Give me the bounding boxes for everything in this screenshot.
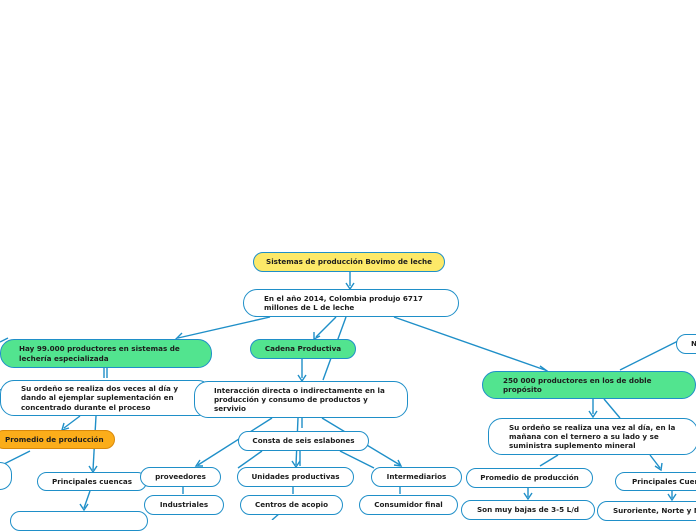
year-stat-node[interactable]: En el año 2014, Colombia produjo 6717 mi… [243,289,459,317]
avg-production-right-node[interactable]: Promedio de producción [466,468,593,488]
regions-node[interactable]: Suroriente, Norte y Noroccidente [597,501,696,521]
arrowhead [523,492,533,501]
final-consumer-node[interactable]: Consumidor final [359,495,458,515]
root-node-label: Sistemas de producción Bovimo de leche [266,257,432,267]
avg-production-left-node[interactable]: Promedio de producción [0,430,115,449]
industrial-label: Industriales [159,500,209,510]
low-yield-label: Son muy bajas de 3-5 L/d [477,505,579,515]
milking-twice-label: Su ordeño se realiza dos veces al día y … [21,384,179,412]
main-basins-left-node[interactable]: Principales cuencas [37,472,147,491]
suppliers-label: proveedores [155,472,206,482]
collection-centers-label: Centros de acopio [254,500,329,510]
arrowhead [393,459,403,467]
specialized-producers-label: Hay 99.000 productores en sistemas de le… [19,344,180,363]
low-yield-node[interactable]: Son muy bajas de 3-5 L/d [461,500,595,520]
avg-production-left-label: Promedio de producción [5,434,104,444]
avg-production-right-label: Promedio de producción [480,473,579,483]
connector [339,450,375,469]
connector [603,398,621,419]
arrowhead [79,503,89,512]
productive-units-node[interactable]: Unidades productivas [237,467,354,487]
arrowhead [654,462,663,472]
bottom-left-partial-node[interactable] [10,511,148,531]
productive-chain-node[interactable]: Cadena Productiva [250,339,356,359]
intermediaries-node[interactable]: Intermediarios [371,467,462,487]
connector [63,415,81,429]
milking-once-node[interactable]: Su ordeño se realiza una vez al día, en … [488,418,696,455]
milking-twice-node[interactable]: Su ordeño se realiza dos veces al día y … [0,380,212,416]
connector [237,450,263,469]
milking-once-label: Su ordeño se realiza una vez al día, en … [509,422,676,451]
arrowhead [667,493,677,502]
specialized-producers-node[interactable]: Hay 99.000 productores en sistemas de le… [0,339,212,368]
direct-interaction-node[interactable]: Interacción directa o indirectamente en … [194,381,408,418]
main-basins-right-label: Principales Cuencas [632,476,696,486]
six-links-label: Consta de seis eslabones [252,436,355,446]
right-edge-node[interactable]: N [676,334,696,354]
arrowhead [588,410,598,419]
year-stat-label: En el año 2014, Colombia produjo 6717 mi… [264,293,423,312]
connector [0,337,9,343]
regions-label: Suroriente, Norte y Noroccidente [613,506,696,516]
direct-interaction-label: Interacción directa o indirectamente en … [214,385,385,414]
six-links-node[interactable]: Consta de seis eslabones [238,431,369,451]
root-node[interactable]: Sistemas de producción Bovimo de leche [253,252,445,272]
connector [539,454,559,467]
productive-chain-label: Cadena Productiva [264,344,342,354]
connector [649,454,661,469]
dual-purpose-label: 250 000 productores en los de doble prop… [503,375,652,394]
main-basins-right-node[interactable]: Principales Cuencas [615,472,696,491]
connector [197,417,273,466]
industrial-node[interactable]: Industriales [144,495,224,515]
connector-lines [0,272,681,520]
connector [393,316,546,371]
final-consumer-label: Consumidor final [374,500,443,510]
dual-purpose-node[interactable]: 250 000 productores en los de doble prop… [482,371,696,399]
connector [83,490,91,509]
connector [315,316,337,338]
intermediaries-label: Intermediarios [386,472,447,482]
connector [619,339,681,371]
suppliers-node[interactable]: proveedores [140,467,221,487]
main-basins-left-label: Principales cuencas [52,476,132,486]
collection-centers-node[interactable]: Centros de acopio [240,495,343,515]
arrowhead [194,459,203,467]
connector [177,316,271,339]
productive-units-label: Unidades productivas [251,472,340,482]
right-edge-label: N [691,339,696,348]
